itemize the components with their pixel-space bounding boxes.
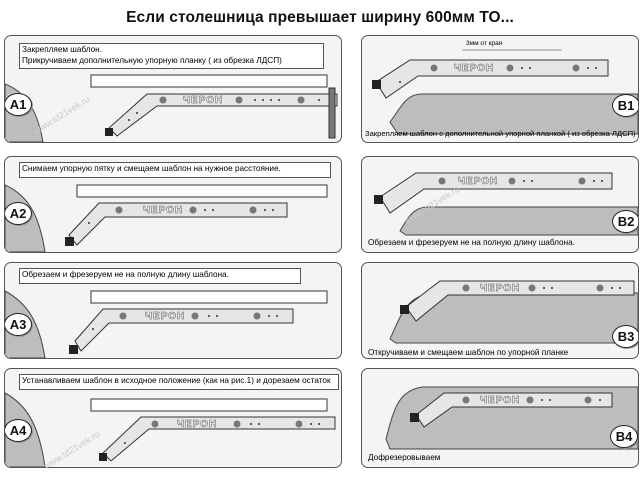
- brand-text-b3: ЧЕРОН: [480, 283, 520, 294]
- caption-b3: Откручиваем и смещаем шаблон по упорной …: [368, 348, 569, 357]
- panel-a4: ЧЕРОН Устанавливаем шаблон в исходное по…: [4, 368, 342, 468]
- panel-b2: ЧЕРОН Обрезаем и фрезеруем не на полную …: [361, 156, 639, 253]
- panel-a1: ЧЕРОН Закрепляем шаблон. Прикручиваем до…: [4, 35, 342, 143]
- template-diagram-b2: ЧЕРОН: [374, 172, 638, 236]
- panel-a2: ЧЕРОН Снимаем упорную пятку и смещаем ша…: [4, 156, 342, 253]
- caption-box-a3: [19, 268, 301, 284]
- template-diagram-a1: ЧЕРОН: [5, 74, 338, 142]
- template-diagram-a4: ЧЕРОН: [5, 392, 336, 467]
- caption-box-a4: [19, 374, 339, 390]
- caption-a4-line1: Устанавливаем шаблон в исходное положени…: [22, 376, 331, 385]
- step-label-a4: A4: [5, 419, 32, 442]
- edge-offset-note: 3мм от края: [466, 40, 503, 47]
- step-label-b1: B1: [612, 94, 638, 117]
- caption-a1-line1: Закрепляем шаблон.: [22, 45, 102, 54]
- brand-text-a3: ЧЕРОН: [145, 311, 185, 322]
- caption-a2-line1: Снимаем упорную пятку и смещаем шаблон н…: [22, 164, 281, 173]
- template-diagram-b3: ЧЕРОН: [389, 280, 638, 344]
- step-label-a1: A1: [5, 93, 32, 116]
- step-label-a3: A3: [5, 313, 32, 336]
- caption-a1-line2: Прикручиваем дополнительную упорную план…: [22, 56, 282, 65]
- brand-text-a1: ЧЕРОН: [183, 95, 223, 106]
- step-label-b2: B2: [612, 210, 638, 233]
- step-label-b3: B3: [612, 325, 638, 348]
- brand-text-b2: ЧЕРОН: [458, 176, 498, 187]
- brand-text-a4: ЧЕРОН: [177, 419, 217, 430]
- panel-a3: ЧЕРОН Обрезаем и фрезеруем не на полную …: [4, 262, 342, 359]
- brand-text-a2: ЧЕРОН: [143, 205, 183, 216]
- panel-b3: ЧЕРОН Откручиваем и смещаем шаблон по уп…: [361, 262, 639, 359]
- panel-b1: ЧЕРОН 3мм от края Закрепляем шаблон с до…: [361, 35, 639, 143]
- template-diagram-b1: ЧЕРОН: [372, 49, 638, 135]
- caption-b2: Обрезаем и фрезеруем не на полную длину …: [368, 238, 575, 247]
- caption-box-a2: [19, 162, 331, 178]
- caption-a3-line1: Обрезаем и фрезеруем не на полную длину …: [22, 270, 229, 279]
- caption-box-a1: [19, 43, 324, 69]
- page-title: Если столешница превышает ширину 600мм Т…: [126, 9, 514, 26]
- step-label-a2: A2: [5, 202, 32, 225]
- caption-b1: Закрепляем шаблон с дополнительной упорн…: [365, 129, 636, 138]
- step-label-b4: B4: [610, 425, 638, 448]
- template-diagram-a3: ЧЕРОН: [5, 290, 328, 358]
- template-diagram-b4: ЧЕРОН: [385, 386, 638, 450]
- brand-text-b4: ЧЕРОН: [480, 395, 520, 406]
- brand-text-b1: ЧЕРОН: [454, 63, 494, 74]
- caption-b4: Дофрезеровываем: [368, 453, 441, 462]
- panel-b4: ЧЕРОН Дофрезеровываем B4: [361, 368, 639, 468]
